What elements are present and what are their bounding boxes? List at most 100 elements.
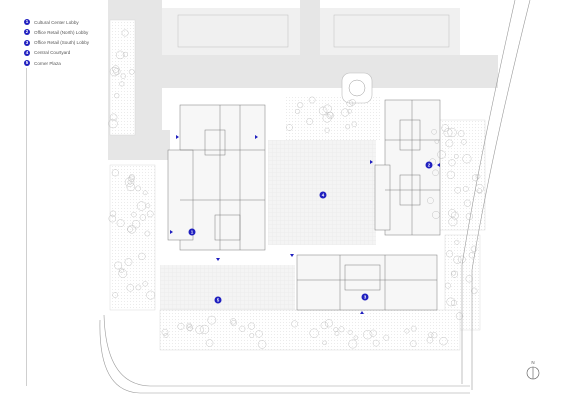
tree [353,335,358,340]
tree [111,169,119,177]
svg-text:N: N [531,360,534,365]
tree [445,139,454,148]
tree [124,258,133,266]
tree [458,130,465,137]
tree [114,92,120,99]
tree [187,326,193,332]
tree [161,328,169,336]
tree [127,224,137,234]
tree [186,322,192,328]
tree [135,185,141,192]
tree [432,210,440,219]
tree [349,99,356,106]
site-boundary [99,0,531,394]
tree [334,331,340,336]
tree [404,328,410,334]
tree [475,184,484,193]
svg-text:2: 2 [428,163,431,168]
tree [108,214,117,223]
tree [121,29,129,37]
svg-text:4: 4 [322,193,325,198]
tree [249,332,255,338]
tree [448,159,456,167]
svg-text:3: 3 [364,295,367,300]
tree [108,118,118,129]
marker-4: 4 [319,191,327,199]
tree [447,127,457,138]
tree [138,252,146,261]
tree [132,220,141,229]
marker-3: 3 [361,293,369,301]
tree [468,252,476,259]
tree [163,333,169,338]
tree [345,124,350,130]
tree [451,270,459,278]
tree [119,81,125,87]
tree [120,73,126,79]
tree [444,282,451,289]
tree [131,212,137,218]
tree [118,269,128,278]
tree [431,332,438,339]
tree [369,329,377,337]
legend-badge: 4 [24,49,30,56]
tree [112,292,118,298]
legend-badge: 5 [24,60,30,67]
legend-badge: 3 [24,39,30,46]
tree [116,219,125,228]
tree [434,139,439,144]
roundabout [341,72,373,104]
tree [127,226,133,233]
tree [448,217,458,227]
tree [230,318,237,325]
tree [338,326,345,333]
tree [146,290,156,300]
tree [443,128,453,138]
tree [142,190,148,196]
tree [475,174,481,179]
tree [195,325,204,335]
tree [450,211,459,220]
tree [363,330,373,340]
tree [427,197,434,204]
svg-text:1: 1 [191,230,194,235]
legend-label: Office Retail (South) Lobby [34,40,90,46]
legend-label: Cultural Center Lobby [34,19,79,25]
tree [126,284,135,292]
tree [322,340,327,345]
tree [351,121,357,128]
tree [306,118,314,125]
tree [476,188,483,194]
tree [457,255,466,264]
tree [437,150,446,159]
tree [139,214,147,221]
tree [465,275,473,283]
marker-5: 5 [214,296,222,304]
tree [347,329,353,335]
tree [462,185,469,192]
legend-badge: 2 [24,29,30,36]
tree [297,102,304,109]
marker-1: 1 [188,228,196,236]
tree [118,267,124,273]
tree [428,332,434,338]
tree [453,255,462,264]
tree [348,339,358,349]
tree [372,339,380,347]
tree [465,212,474,221]
tree [207,315,217,325]
tree [448,209,457,218]
tree [432,169,439,177]
tree [142,281,148,287]
tree [347,108,352,114]
tree [145,203,151,208]
tree [291,320,298,328]
tree [144,230,151,237]
tree [109,210,117,217]
tree [128,69,135,75]
tree [230,320,237,327]
tree [135,284,142,291]
north-arrow: N [526,360,540,380]
tree [446,297,456,307]
